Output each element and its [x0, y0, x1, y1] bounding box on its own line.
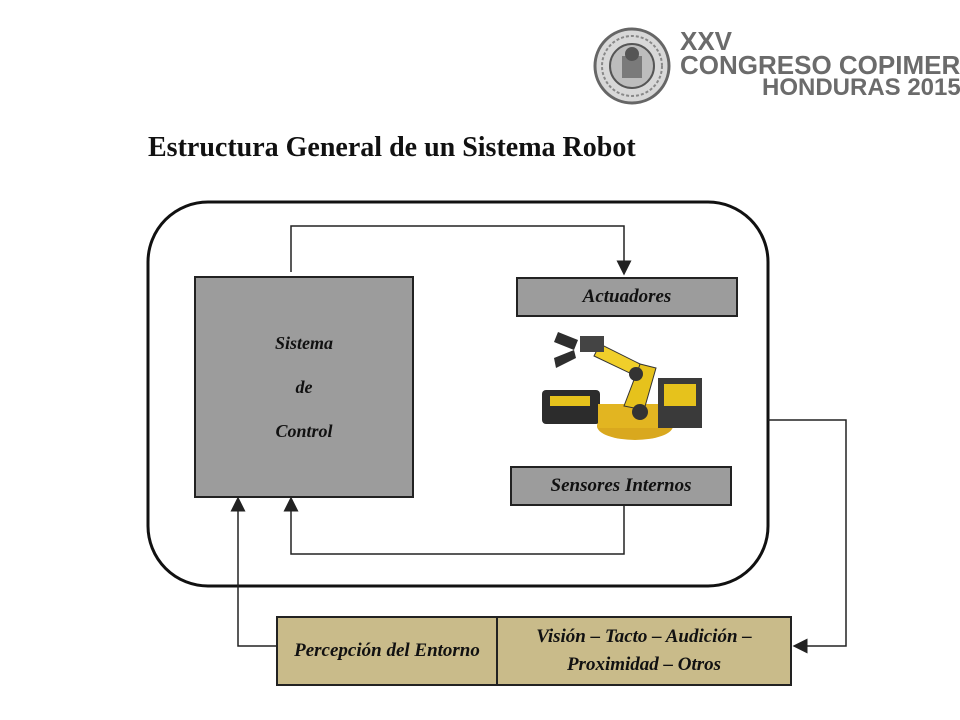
robot-arm-image: [542, 332, 702, 440]
control-to-actuadores-arrow: [290, 225, 632, 276]
page-title: Estructura General de un Sistema Robot: [148, 132, 636, 163]
logo-line-2: CONGRESO COPIMERA: [680, 50, 960, 80]
logo-line-3: HONDURAS 2015: [762, 74, 960, 101]
control-label-line-1: Sistema: [274, 333, 333, 353]
control-system-box: Sistema de Control: [194, 276, 414, 498]
actuadores-box: Actuadores: [516, 277, 738, 317]
control-label-line-3: Control: [275, 421, 333, 441]
logo-line-1: XXV: [680, 26, 733, 56]
copimera-seal-icon: [593, 27, 671, 105]
control-label-line-2: de: [295, 377, 313, 397]
sensores-to-control-arrow: [283, 496, 625, 555]
environment-to-vision-arrow: [768, 419, 847, 654]
sensing-modes-box: Visión – Tacto – Audición – Proximidad –…: [496, 616, 792, 686]
percepcion-entorno-box: Percepción del Entorno: [276, 616, 498, 686]
sensores-internos-box: Sensores Internos: [510, 466, 732, 506]
robot-system-frame: [146, 200, 770, 588]
percepcion-to-control-arrow: [230, 496, 276, 647]
